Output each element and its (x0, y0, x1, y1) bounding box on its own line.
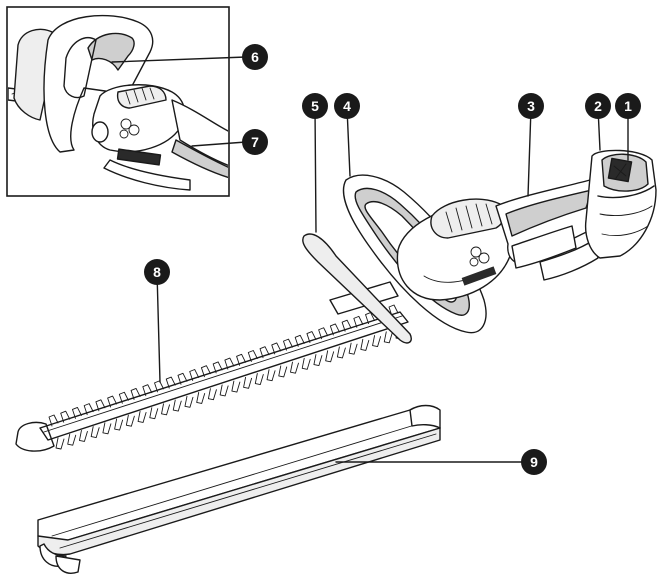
blade-tooth (78, 429, 88, 442)
blade-tooth (283, 338, 293, 351)
callout-2-label: 2 (594, 98, 602, 114)
blade-tooth (383, 331, 393, 344)
blade-tooth (360, 338, 370, 351)
blade-tooth (125, 414, 135, 427)
callout-5-label: 5 (311, 98, 319, 114)
blade-tooth (372, 335, 382, 348)
blade-tooth (130, 387, 141, 400)
blade-tooth (236, 353, 247, 366)
blade-tooth (224, 357, 235, 370)
blade-tooth (341, 319, 352, 332)
blade-tooth (254, 373, 264, 385)
blade-tooth (165, 376, 176, 389)
blade-tooth (243, 376, 253, 389)
blade-tooth (301, 357, 311, 370)
blade-tooth (196, 392, 206, 404)
blade-tooth (161, 403, 170, 416)
blade-tooth (219, 384, 229, 397)
blade-tooth (231, 380, 241, 393)
blade-tooth (102, 422, 112, 435)
blade-tooth (247, 350, 258, 362)
blade-tooth (266, 369, 276, 382)
callout-8-label: 8 (153, 264, 161, 280)
blade-tooth (271, 342, 282, 355)
blade-tooth (90, 426, 100, 439)
blade-tooth (336, 346, 346, 359)
hedge-trimmer-drawing (15, 149, 657, 452)
blade-tooth (149, 407, 159, 420)
blade-tooth (137, 410, 147, 423)
leader-lines (111, 56, 629, 463)
callout-1: 1 (615, 93, 641, 119)
blade-tooth (67, 433, 77, 446)
blade-tooth (154, 380, 164, 393)
callout-4: 4 (334, 93, 360, 119)
blade-tooth (313, 354, 323, 367)
blade-tooth (365, 312, 376, 325)
blade-tooth (177, 372, 188, 385)
blade-tooth (278, 365, 288, 378)
blade-tooth (60, 410, 71, 423)
callout-6-label: 6 (251, 49, 259, 65)
blade-tooth (353, 315, 364, 328)
blade-tooth (118, 391, 129, 404)
callout-7-label: 7 (251, 134, 259, 150)
callout-4-label: 4 (343, 98, 351, 114)
callout-5: 5 (302, 93, 328, 119)
inset-detail (6, 6, 230, 197)
blade-tooth (95, 399, 106, 412)
blade-tooth (114, 418, 124, 431)
inset-detail-drawing (8, 14, 228, 191)
blade-tooth (55, 437, 65, 450)
blade-tooth (71, 406, 82, 419)
blade-tooth (388, 304, 399, 317)
callout-9: 9 (521, 449, 547, 475)
blade-tooth (306, 331, 317, 344)
blade-tooth (184, 395, 194, 408)
callout-3-label: 3 (527, 98, 535, 114)
blade-tooth (207, 388, 217, 401)
blade-tooth (318, 327, 329, 340)
blade-tooth (189, 369, 200, 381)
callout-6: 6 (242, 44, 268, 70)
blade-tooth (294, 334, 305, 347)
blade-tooth (48, 414, 59, 427)
callout-7: 7 (242, 129, 268, 155)
blade-tooth (212, 361, 223, 374)
blade-tooth (83, 403, 94, 416)
blade-tooth (348, 342, 358, 355)
blade-tooth (325, 350, 335, 363)
callout-8: 8 (144, 259, 170, 285)
blade-tooth (107, 395, 118, 408)
blade-tooth (259, 346, 270, 359)
blade-tooth (172, 399, 182, 412)
blade-tooth (200, 365, 211, 378)
blade-cover-drawing (37, 404, 441, 574)
blade-tooth (290, 361, 299, 374)
callout-1-label: 1 (624, 98, 632, 114)
blade-tooth (329, 323, 340, 336)
callout-2: 2 (585, 93, 611, 119)
callout-3: 3 (518, 93, 544, 119)
blade-tooth (142, 384, 153, 397)
callout-9-label: 9 (530, 454, 538, 470)
